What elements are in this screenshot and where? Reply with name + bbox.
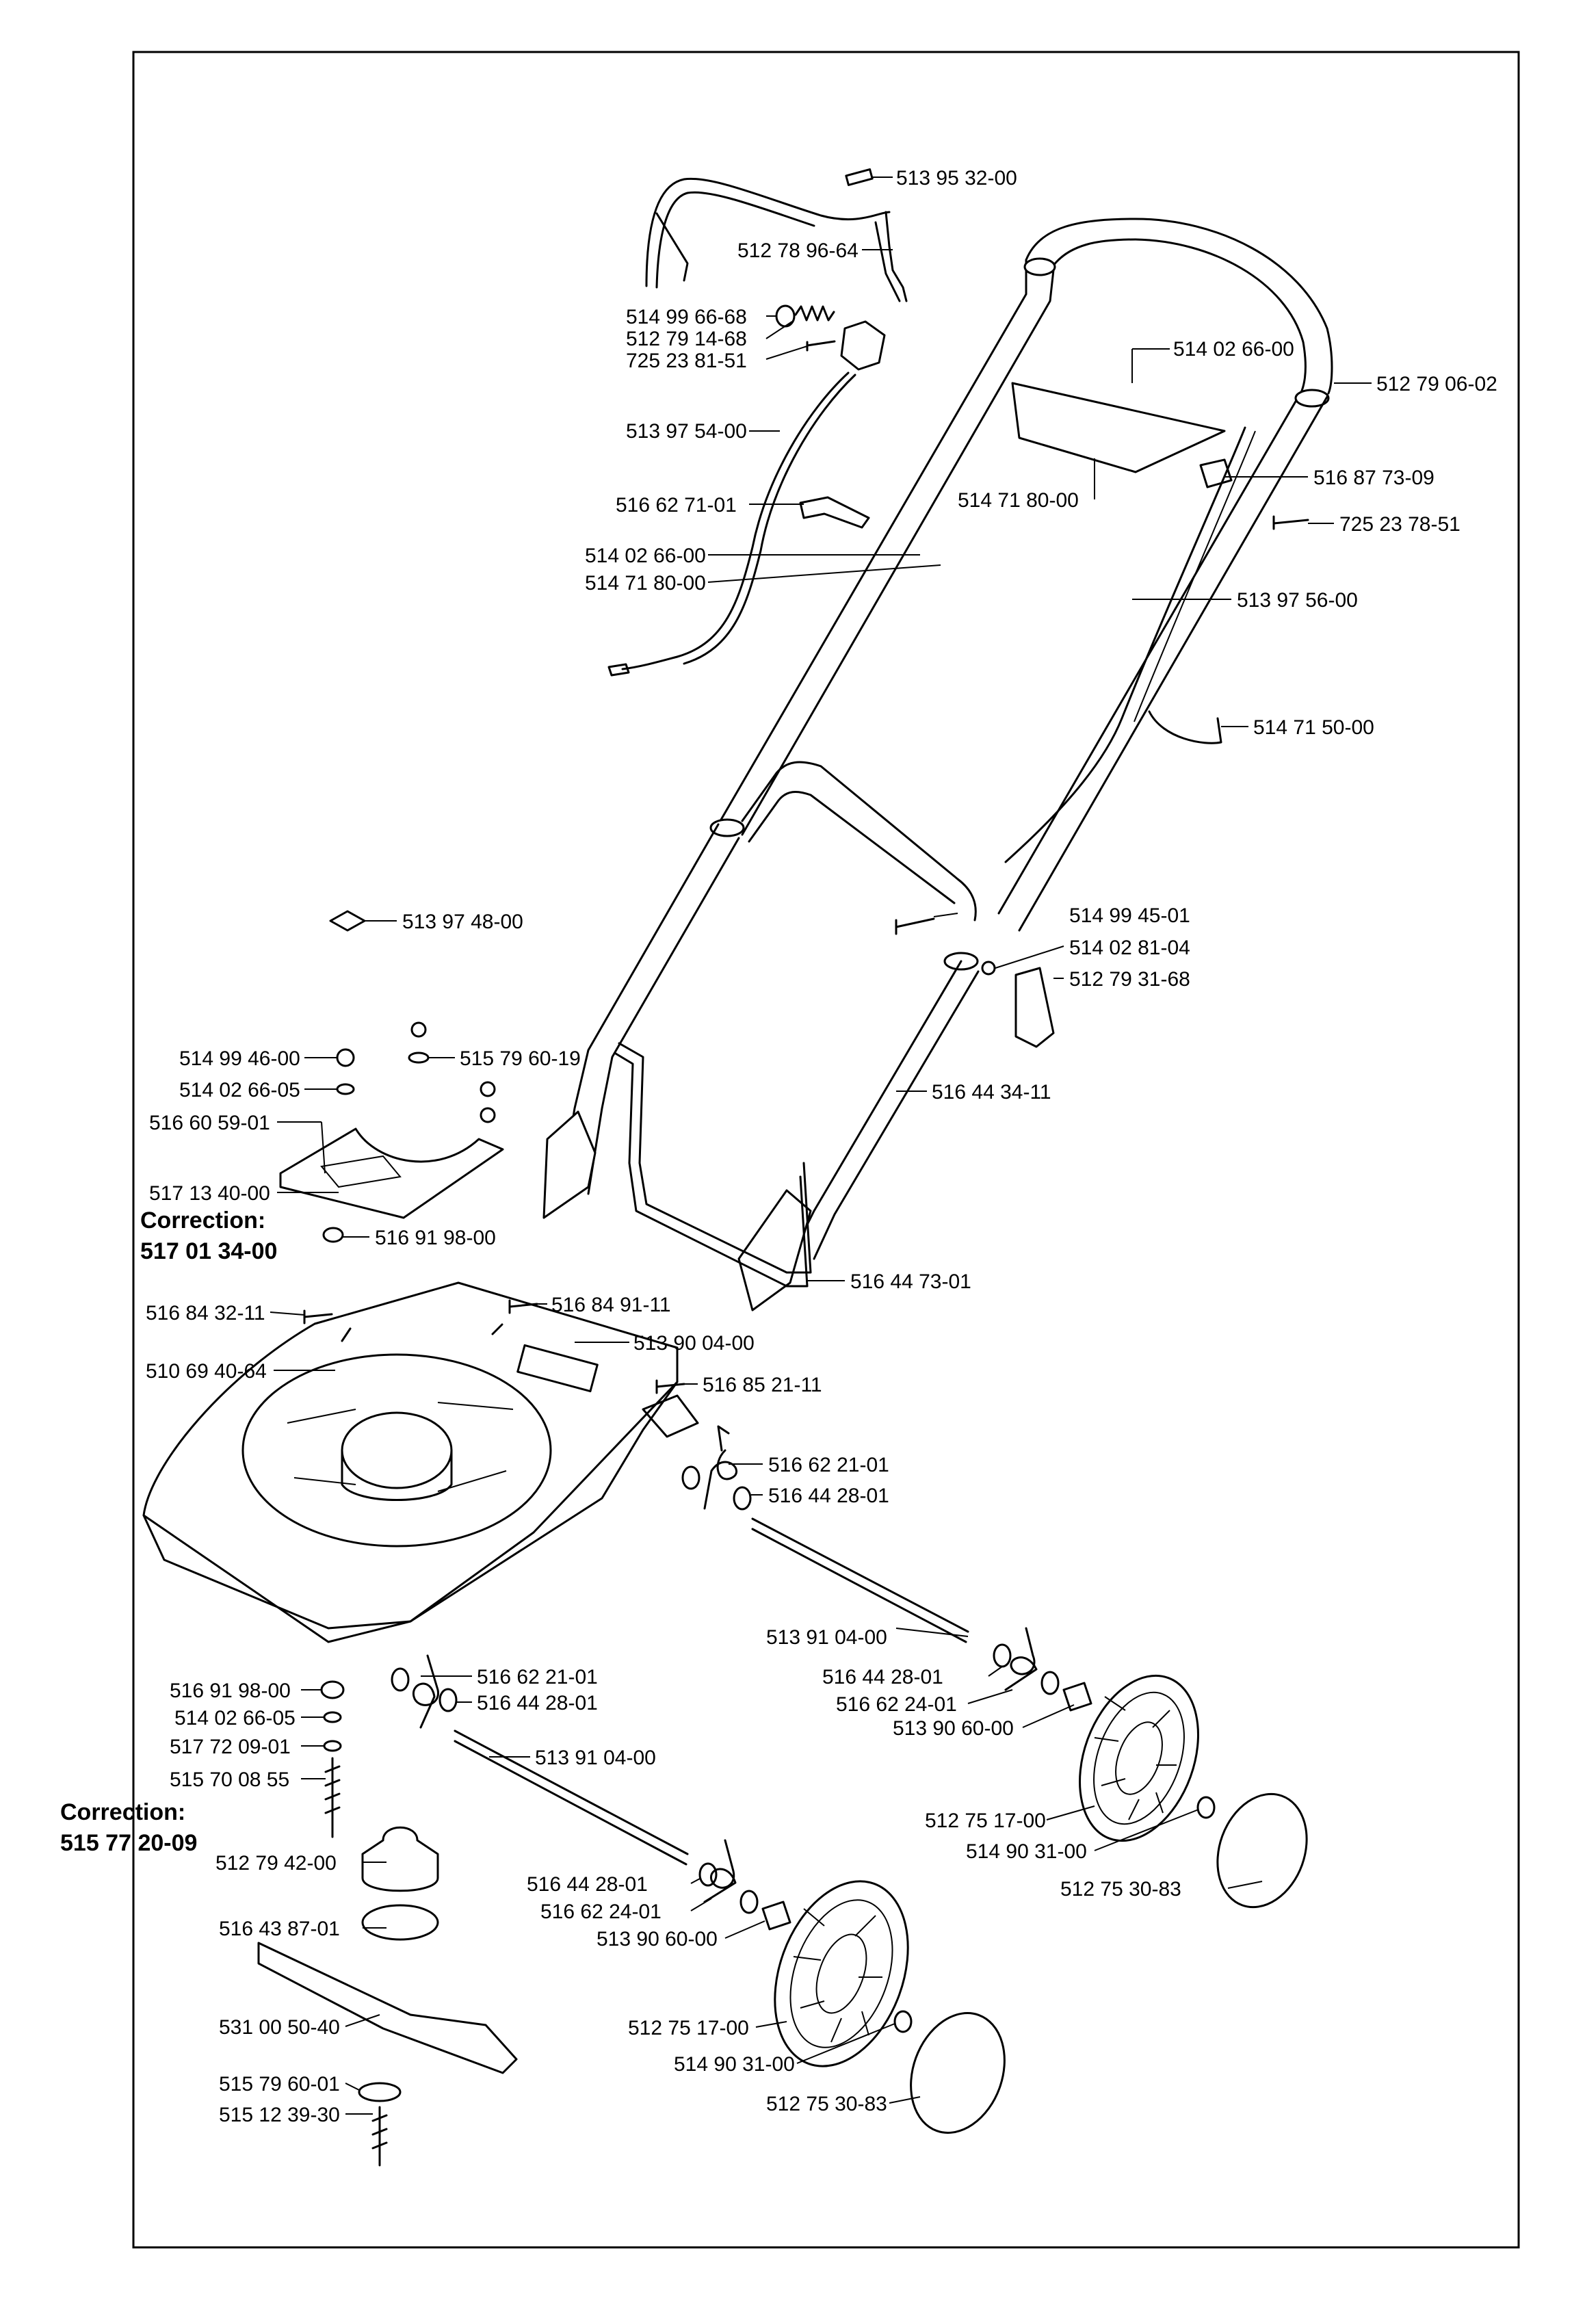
- part-label: 531 00 50-40: [219, 2016, 340, 2039]
- mower-deck-part: [142, 1281, 699, 1643]
- correction-title: Correction:: [60, 1799, 185, 1825]
- part-label: 513 90 60-00: [893, 1717, 1014, 1740]
- part-label: 725 23 81-51: [626, 350, 747, 372]
- part-label: 514 02 66-00: [1173, 338, 1294, 361]
- part-label: 513 97 48-00: [402, 911, 523, 933]
- part-label: 516 62 21-01: [768, 1454, 889, 1476]
- parts-artwork: [142, 168, 1333, 2167]
- part-label: 510 69 40-64: [146, 1360, 267, 1383]
- part-label: 512 79 42-00: [215, 1852, 337, 1875]
- part-label: 515 79 60-19: [460, 1047, 581, 1070]
- part-label: 516 62 24-01: [836, 1693, 957, 1716]
- part-label: 514 99 45-01: [1069, 904, 1190, 927]
- part-label: 516 62 24-01: [540, 1901, 661, 1923]
- correction-number: 515 77 20-09: [60, 1830, 197, 1856]
- part-label: 514 02 66-05: [174, 1707, 296, 1729]
- part-label: 516 44 28-01: [768, 1485, 889, 1507]
- part-label: 516 44 28-01: [527, 1873, 648, 1896]
- part-label: 512 78 96-64: [737, 239, 859, 262]
- part-label: 513 90 60-00: [597, 1928, 718, 1950]
- part-label: 514 90 31-00: [966, 1840, 1087, 1863]
- part-label: 725 23 78-51: [1339, 513, 1460, 536]
- part-label: 516 43 87-01: [219, 1918, 340, 1940]
- part-label: 514 71 80-00: [585, 572, 706, 595]
- cable-handle-part: [645, 168, 908, 302]
- correction-notes: Correction: 517 01 34-00 Correction: 515…: [60, 1207, 277, 1856]
- part-label: 513 90 04-00: [633, 1332, 755, 1355]
- part-label: 515 70 08 55: [170, 1768, 289, 1791]
- cable-clip-part: [1148, 710, 1222, 744]
- part-label: 514 99 46-00: [179, 1047, 300, 1070]
- blade-assembly: [257, 1680, 518, 2167]
- axle-lower-part: [454, 1729, 689, 1855]
- part-label: 514 71 80-00: [958, 489, 1079, 512]
- part-label: 514 02 66-05: [179, 1079, 300, 1101]
- part-label: 516 91 98-00: [375, 1227, 496, 1249]
- part-label: 512 75 17-00: [628, 2017, 749, 2039]
- part-label: 514 02 66-00: [585, 545, 706, 567]
- hubcap-lower-part: [910, 2012, 1006, 2134]
- part-label: 515 79 60-01: [219, 2073, 340, 2095]
- part-label: 515 12 39-30: [219, 2104, 340, 2126]
- part-label: 516 87 73-09: [1313, 467, 1435, 489]
- rear-flap-part: [279, 1127, 504, 1219]
- part-label: 513 91 04-00: [535, 1747, 656, 1769]
- page-border: [132, 51, 1520, 2249]
- part-label: 516 60 59-01: [149, 1112, 270, 1134]
- spring-bolt-cluster: [775, 304, 886, 371]
- part-label: 516 62 21-01: [477, 1666, 598, 1688]
- part-label: 513 97 54-00: [626, 420, 747, 443]
- correction-number: 517 01 34-00: [140, 1238, 277, 1264]
- diamond-label-part: [329, 910, 366, 932]
- part-label: 516 85 21-11: [703, 1374, 822, 1396]
- part-label: 516 62 71-01: [616, 494, 737, 517]
- part-label: 512 79 14-68: [626, 328, 747, 350]
- part-label: 516 44 73-01: [850, 1270, 971, 1293]
- axle-upper-part: [751, 1517, 969, 1633]
- part-label: 516 91 98-00: [170, 1680, 291, 1702]
- bail-bar-part: [614, 1052, 809, 1288]
- part-label: 512 75 30-83: [1060, 1878, 1181, 1901]
- hubcap-upper-part: [1216, 1792, 1308, 1909]
- nut-washer-group: [336, 1021, 496, 1123]
- part-label: 516 44 28-01: [822, 1666, 943, 1688]
- part-label: 514 99 66-68: [626, 306, 747, 328]
- part-label: 512 79 06-02: [1376, 373, 1497, 395]
- part-label: 514 90 31-00: [674, 2053, 795, 2076]
- part-label: 514 71 50-00: [1253, 716, 1374, 739]
- main-handle-part: [709, 218, 1333, 971]
- part-label: 512 75 17-00: [925, 1810, 1046, 1832]
- part-label: 517 13 40-00: [149, 1182, 270, 1205]
- part-label: 512 75 30-83: [766, 2093, 887, 2115]
- leader-lines: [270, 177, 1372, 2115]
- part-label: 512 79 31-68: [1069, 968, 1190, 991]
- part-label: 516 84 91-11: [551, 1294, 671, 1316]
- correction-title: Correction:: [140, 1207, 265, 1233]
- brake-cable-part: [1004, 426, 1246, 863]
- part-label: 516 44 28-01: [477, 1692, 598, 1714]
- part-label: 516 84 32-11: [146, 1302, 265, 1324]
- lower-handle-part: [542, 761, 980, 1311]
- part-label: 513 97 56-00: [1237, 589, 1358, 612]
- knob-part: [1014, 967, 1055, 1048]
- wheel-upper-part: [1079, 1674, 1199, 1842]
- spring-upper-part: [703, 1449, 737, 1510]
- part-label: 513 91 04-00: [766, 1626, 887, 1649]
- part-number-labels: 513 95 32-00 512 78 96-64 514 99 66-68 5…: [146, 167, 1497, 2126]
- wheel-lower-part: [774, 1880, 909, 2067]
- part-label: 517 72 09-01: [170, 1736, 291, 1758]
- lever-part: [799, 496, 870, 529]
- control-cable-part: [621, 371, 850, 670]
- part-label: 516 44 34-11: [932, 1081, 1051, 1104]
- part-label: 514 02 81-04: [1069, 937, 1190, 959]
- part-label: 513 95 32-00: [896, 167, 1017, 190]
